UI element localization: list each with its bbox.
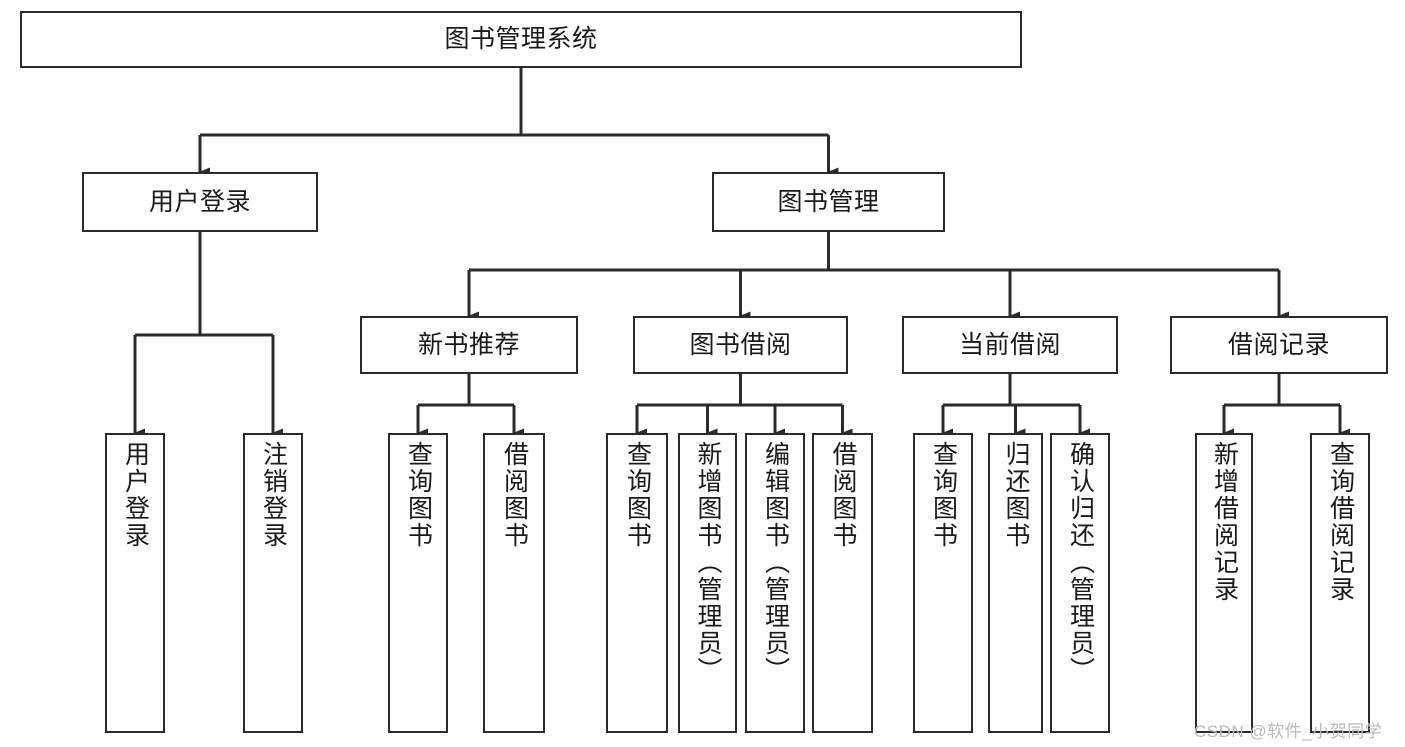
node-leaf-query-book-2[interactable]: 查询图书 bbox=[606, 433, 668, 733]
node-leaf-return-book[interactable]: 归还图书 bbox=[988, 433, 1043, 733]
node-label: 查询图书 bbox=[929, 441, 958, 549]
node-label: 注销登录 bbox=[259, 441, 288, 549]
node-label: 确认归还（管理员） bbox=[1066, 441, 1095, 684]
node-leaf-logout[interactable]: 注销登录 bbox=[243, 433, 303, 733]
node-leaf-add-record[interactable]: 新增借阅记录 bbox=[1195, 433, 1253, 733]
node-leaf-edit-book[interactable]: 编辑图书（管理员） bbox=[745, 433, 805, 733]
node-user-login[interactable]: 用户登录 bbox=[82, 172, 318, 232]
node-leaf-borrow-book-2[interactable]: 借阅图书 bbox=[812, 433, 873, 733]
node-new-book-recommend[interactable]: 新书推荐 bbox=[360, 316, 578, 374]
node-root[interactable]: 图书管理系统 bbox=[20, 11, 1022, 68]
node-leaf-user-login[interactable]: 用户登录 bbox=[105, 433, 165, 733]
node-label: 图书管理 bbox=[777, 187, 880, 216]
node-book-management[interactable]: 图书管理 bbox=[712, 172, 945, 232]
node-borrow-record[interactable]: 借阅记录 bbox=[1170, 316, 1388, 374]
node-label: 查询图书 bbox=[623, 441, 652, 549]
node-leaf-borrow-book-1[interactable]: 借阅图书 bbox=[483, 433, 545, 733]
node-leaf-query-book-3[interactable]: 查询图书 bbox=[913, 433, 973, 733]
watermark: CSDN @软件_小贺同学 bbox=[1194, 722, 1383, 741]
node-leaf-query-book-1[interactable]: 查询图书 bbox=[388, 433, 448, 733]
node-label: 新增借阅记录 bbox=[1210, 441, 1239, 603]
node-label: 编辑图书（管理员） bbox=[761, 441, 790, 684]
node-label: 查询图书 bbox=[404, 441, 433, 549]
node-book-borrow[interactable]: 图书借阅 bbox=[633, 316, 848, 374]
node-leaf-query-record[interactable]: 查询借阅记录 bbox=[1310, 433, 1370, 733]
node-label: 借阅图书 bbox=[500, 441, 529, 549]
node-label: 新增图书（管理员） bbox=[694, 441, 722, 684]
node-label: 用户登录 bbox=[148, 187, 251, 216]
node-leaf-confirm-return[interactable]: 确认归还（管理员） bbox=[1050, 433, 1110, 733]
node-label: 当前借阅 bbox=[958, 330, 1061, 359]
node-label: 查询借阅记录 bbox=[1326, 441, 1355, 603]
node-label: 借阅图书 bbox=[829, 441, 857, 549]
node-leaf-add-book[interactable]: 新增图书（管理员） bbox=[678, 433, 737, 733]
node-label: 用户登录 bbox=[121, 441, 150, 549]
node-label: 图书借阅 bbox=[689, 330, 792, 359]
node-label: 归还图书 bbox=[1002, 441, 1030, 549]
node-label: 新书推荐 bbox=[417, 330, 520, 359]
node-current-borrow[interactable]: 当前借阅 bbox=[902, 316, 1118, 374]
node-label: 图书管理系统 bbox=[444, 25, 598, 53]
node-label: 借阅记录 bbox=[1227, 330, 1330, 359]
